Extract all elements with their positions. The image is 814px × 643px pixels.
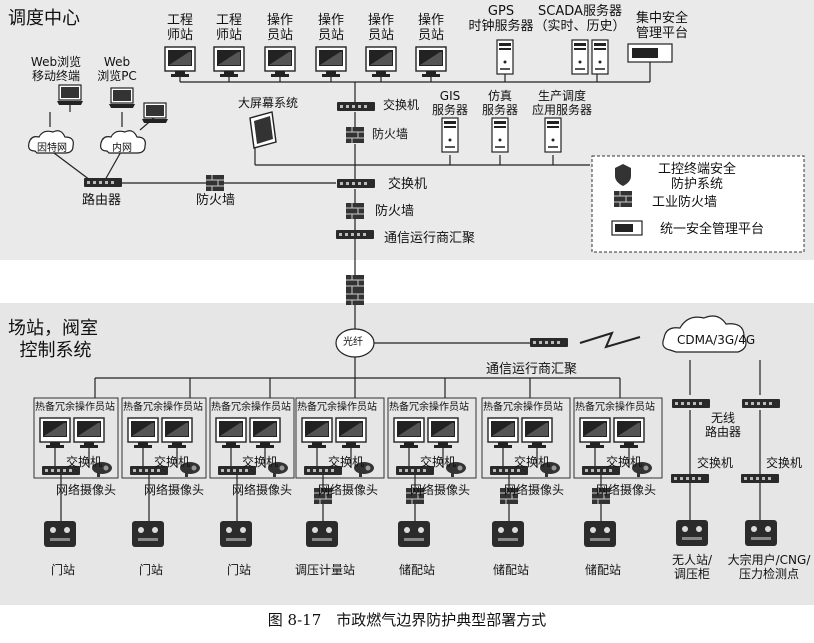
unmanned-label: 无人站/调压柜 [671, 553, 713, 581]
legend-firewall-label: 工业防火墙 [652, 195, 718, 210]
internet-label: 因特网 [37, 143, 67, 154]
scada-server-label: SCADA服务器（实时、历史） [534, 4, 626, 34]
plc-icon [398, 521, 430, 547]
station-name-label: 储配站 [398, 563, 435, 577]
plc-icon [220, 521, 252, 547]
firewall-label: 防火墙 [196, 193, 236, 208]
router-label: 路由器 [82, 193, 122, 208]
switch-label: 交换机 [388, 177, 428, 192]
station-block [39, 417, 112, 547]
firewall-label: 防火墙 [372, 127, 409, 141]
plc-icon [306, 521, 338, 547]
switch-label: 交换机 [420, 455, 457, 469]
prod-server-label: 生产调度应用服务器 [531, 89, 592, 117]
legend-unified-label: 统一安全管理平台 [660, 222, 765, 237]
switch-label: 交换机 [514, 455, 551, 469]
figure-caption: 图 8-17 市政燃气边界防护典型部署方式 [267, 611, 547, 629]
station-name-label: 储配站 [584, 563, 621, 577]
plc-icon [132, 521, 164, 547]
camera-label: 网络摄像头 [504, 483, 565, 497]
central-mgmt-label: 集中安全管理平台 [635, 11, 688, 41]
plc-icon [492, 521, 524, 547]
firewall-label: 防火墙 [375, 204, 415, 219]
web-mobile-label: Web浏览移动终端 [30, 55, 82, 83]
plc-icon [44, 521, 76, 547]
fiber-label: 光纤 [343, 337, 363, 348]
hot-standby-label: 热备冗余操作员站 [123, 402, 203, 413]
station-name-label: 门站 [138, 563, 163, 577]
wireless-router-label: 无线路由器 [704, 411, 741, 439]
bulk-user-label: 大宗用户/CNG/压力检测点 [727, 553, 811, 581]
station-name-label: 门站 [226, 563, 251, 577]
carrier-label: 通信运行商汇聚 [384, 231, 476, 246]
switch-label: 交换机 [328, 455, 365, 469]
camera-label: 网络摄像头 [232, 483, 293, 497]
switch-label: 交换机 [606, 455, 643, 469]
station-name-label: 门站 [50, 563, 75, 577]
switch-label: 交换机 [66, 455, 103, 469]
station-name-label: 储配站 [492, 563, 529, 577]
plc-icon [584, 521, 616, 547]
big-screen-label: 大屏幕系统 [238, 96, 299, 110]
operator-station-label: 操作员站 [266, 13, 293, 43]
hot-standby-label: 热备冗余操作员站 [575, 402, 655, 413]
cdma-label: CDMA/3G/4G [677, 333, 756, 347]
switch-label: 交换机 [154, 455, 191, 469]
station-name-label: 调压计量站 [294, 563, 355, 577]
engineer-station-label: 工程师站 [215, 13, 242, 43]
operator-station-label: 操作员站 [417, 13, 444, 43]
camera-label: 网络摄像头 [56, 483, 117, 497]
station-block [393, 417, 466, 547]
camera-label: 网络摄像头 [596, 483, 657, 497]
camera-label: 网络摄像头 [318, 483, 379, 497]
hot-standby-label: 热备冗余操作员站 [35, 402, 115, 413]
hot-standby-label: 热备冗余操作员站 [297, 402, 377, 413]
operator-station-label: 操作员站 [317, 13, 344, 43]
legend-terminal-label: 工控终端安全防护系统 [657, 162, 736, 192]
hot-standby-label: 热备冗余操作员站 [483, 402, 563, 413]
switch-label: 交换机 [766, 456, 803, 470]
site-title: 场站，阀室 控制系统 [8, 318, 98, 361]
sim-server-label: 仿真服务器 [481, 89, 518, 117]
intranet-label: 内网 [112, 143, 132, 154]
station-block [301, 417, 374, 547]
carrier-label: 通信运行商汇聚 [486, 362, 578, 377]
engineer-station-label: 工程师站 [166, 13, 193, 43]
switch-label: 交换机 [242, 455, 279, 469]
switch-label: 交换机 [383, 98, 420, 112]
station-block [487, 417, 560, 547]
dispatch-center-title: 调度中心 [8, 8, 80, 29]
station-block [215, 417, 288, 547]
station-block [127, 417, 200, 547]
switch-label: 交换机 [697, 456, 734, 470]
camera-label: 网络摄像头 [410, 483, 471, 497]
hot-standby-label: 热备冗余操作员站 [211, 402, 291, 413]
operator-station-label: 操作员站 [367, 13, 394, 43]
station-block [579, 417, 652, 547]
camera-label: 网络摄像头 [144, 483, 205, 497]
hot-standby-label: 热备冗余操作员站 [389, 402, 469, 413]
